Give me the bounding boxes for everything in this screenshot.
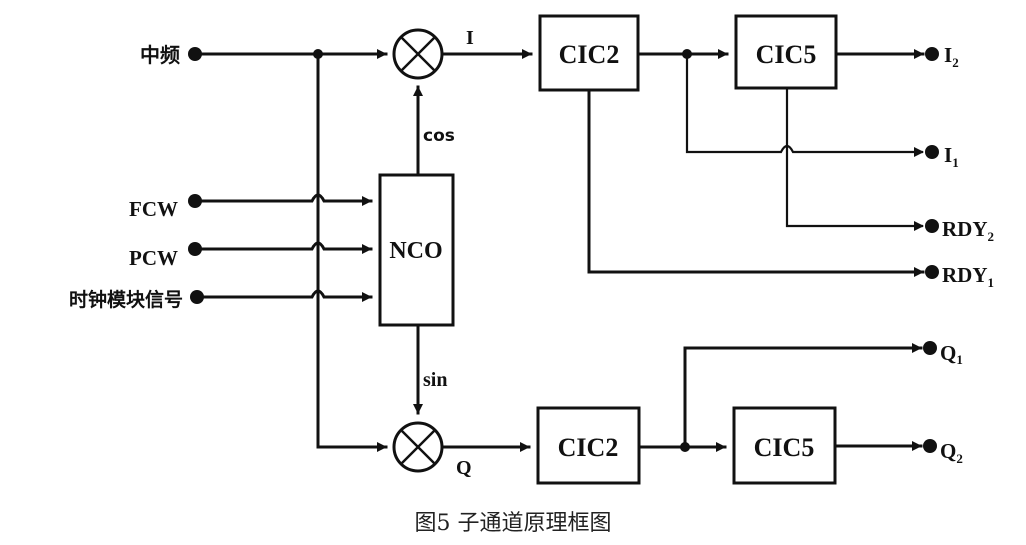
mixer-q xyxy=(392,421,444,473)
mixer-i xyxy=(392,28,444,80)
output-terminal-i1 xyxy=(925,145,939,159)
wire-to-rdy1 xyxy=(587,88,925,277)
output-terminal-q2 xyxy=(923,439,937,453)
input-label-if: 中频 xyxy=(140,43,180,67)
signal-label-sin: sin xyxy=(423,369,447,391)
output-label-q1: Q1 xyxy=(940,341,963,367)
output-terminal-rdy1 xyxy=(925,265,939,279)
cic5-bottom-block xyxy=(732,406,837,485)
nco-label: NCO xyxy=(389,238,442,264)
cic2-top-label: CIC2 xyxy=(559,40,620,69)
output-terminal-q1 xyxy=(923,341,937,355)
cic2-bottom-block xyxy=(536,406,641,485)
cic2-top-block xyxy=(538,14,640,92)
signal-label-i: I xyxy=(466,27,474,49)
wire-to-rdy2 xyxy=(785,88,924,231)
output-label-i1: I1 xyxy=(944,143,959,170)
output-label-i2: I2 xyxy=(944,43,959,70)
wire-if-to-mixer-q xyxy=(316,52,388,452)
wire-to-q1 xyxy=(683,343,923,449)
figure-caption: 图5 子通道原理框图 xyxy=(415,511,612,536)
wire-clock-to-nco xyxy=(195,289,373,302)
wire-fcw-to-nco xyxy=(193,193,373,206)
output-label-q2: Q2 xyxy=(940,439,963,466)
signal-label-cos: cos xyxy=(423,126,455,146)
output-terminal-rdy2 xyxy=(925,219,939,233)
input-label-fcw: FCW xyxy=(129,197,178,221)
output-label-rdy2: RDY2 xyxy=(942,217,994,244)
input-label-clock: 时钟模块信号 xyxy=(69,288,183,311)
nco-block xyxy=(378,173,455,327)
cic2-bottom-label: CIC2 xyxy=(558,433,619,462)
cic5-bottom-label: CIC5 xyxy=(754,433,815,462)
signal-label-q: Q xyxy=(456,457,472,479)
input-label-pcw: PCW xyxy=(129,246,178,270)
cic5-top-label: CIC5 xyxy=(756,40,817,69)
output-label-rdy1: RDY1 xyxy=(942,263,994,290)
wire-pcw-to-nco xyxy=(193,241,373,254)
output-terminal-i2 xyxy=(925,47,939,61)
